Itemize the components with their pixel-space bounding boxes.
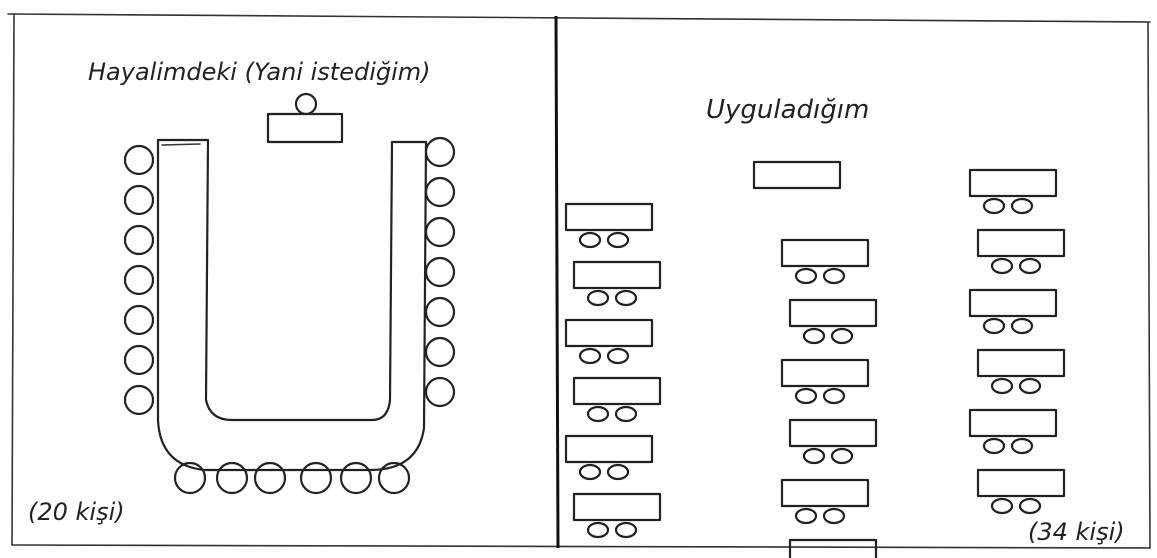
student-seat [580,349,600,363]
student-seat [588,407,608,421]
student-desk [790,420,876,446]
seat [301,463,331,493]
student-seat [580,465,600,479]
student-seat [608,349,628,363]
teacher-desk-right [754,162,840,188]
desk-rows [566,170,1064,558]
seat [341,463,371,493]
student-seat [832,329,852,343]
student-seat [1020,259,1040,273]
teacher-desk [268,94,342,142]
seat [217,463,247,493]
u-table [158,140,426,470]
student-seat [616,407,636,421]
student-seat [804,449,824,463]
student-desk [978,350,1064,376]
student-seat [608,465,628,479]
student-desk [970,410,1056,436]
student-desk [782,360,868,386]
student-seat [1020,499,1040,513]
student-seat [588,291,608,305]
student-seat [796,389,816,403]
student-seat [804,329,824,343]
student-seat [1012,319,1032,333]
seat [426,138,454,166]
seat [125,226,153,254]
student-seat [580,233,600,247]
student-seat [796,509,816,523]
student-desk [970,290,1056,316]
u-seats-left [125,146,153,414]
panel-divider [556,16,558,548]
student-desk [782,480,868,506]
student-seat [824,509,844,523]
seat [426,258,454,286]
u-seats-bottom [175,463,409,493]
left-title: Hayalimdeki (Yani istediğim) [88,58,431,86]
seat [125,386,153,414]
student-desk [978,470,1064,496]
student-seat [1012,439,1032,453]
student-desk [782,240,868,266]
seat [426,218,454,246]
seat [426,178,454,206]
student-seat [992,499,1012,513]
seat [125,146,153,174]
student-seat [992,259,1012,273]
student-seat [984,199,1004,213]
student-seat [588,523,608,537]
seat [125,266,153,294]
student-desk [970,170,1056,196]
student-desk [566,436,652,462]
seat [426,298,454,326]
right-panel: Uyguladığım (34 kişi) [566,95,1125,558]
student-seat [832,449,852,463]
student-desk [574,378,660,404]
right-title: Uyguladığım [706,95,869,125]
student-desk [790,540,876,558]
student-seat [824,389,844,403]
right-count-label: (34 kişi) [1028,518,1125,546]
seat [255,463,285,493]
student-seat [796,269,816,283]
u-seats-right [426,138,454,406]
student-desk [790,300,876,326]
left-panel: Hayalimdeki (Yani istediğim) (20 kişi) [28,58,454,526]
seat [125,306,153,334]
seat [125,186,153,214]
seat [426,378,454,406]
student-desk [978,230,1064,256]
student-seat [992,379,1012,393]
student-seat [824,269,844,283]
seat [426,338,454,366]
student-desk [566,204,652,230]
student-desk [566,320,652,346]
student-desk [574,262,660,288]
left-count-label: (20 kişi) [28,498,125,526]
student-seat [616,523,636,537]
student-seat [984,319,1004,333]
student-seat [616,291,636,305]
seat [125,346,153,374]
student-seat [984,439,1004,453]
student-seat [1020,379,1040,393]
student-desk [574,494,660,520]
student-seat [608,233,628,247]
student-seat [1012,199,1032,213]
